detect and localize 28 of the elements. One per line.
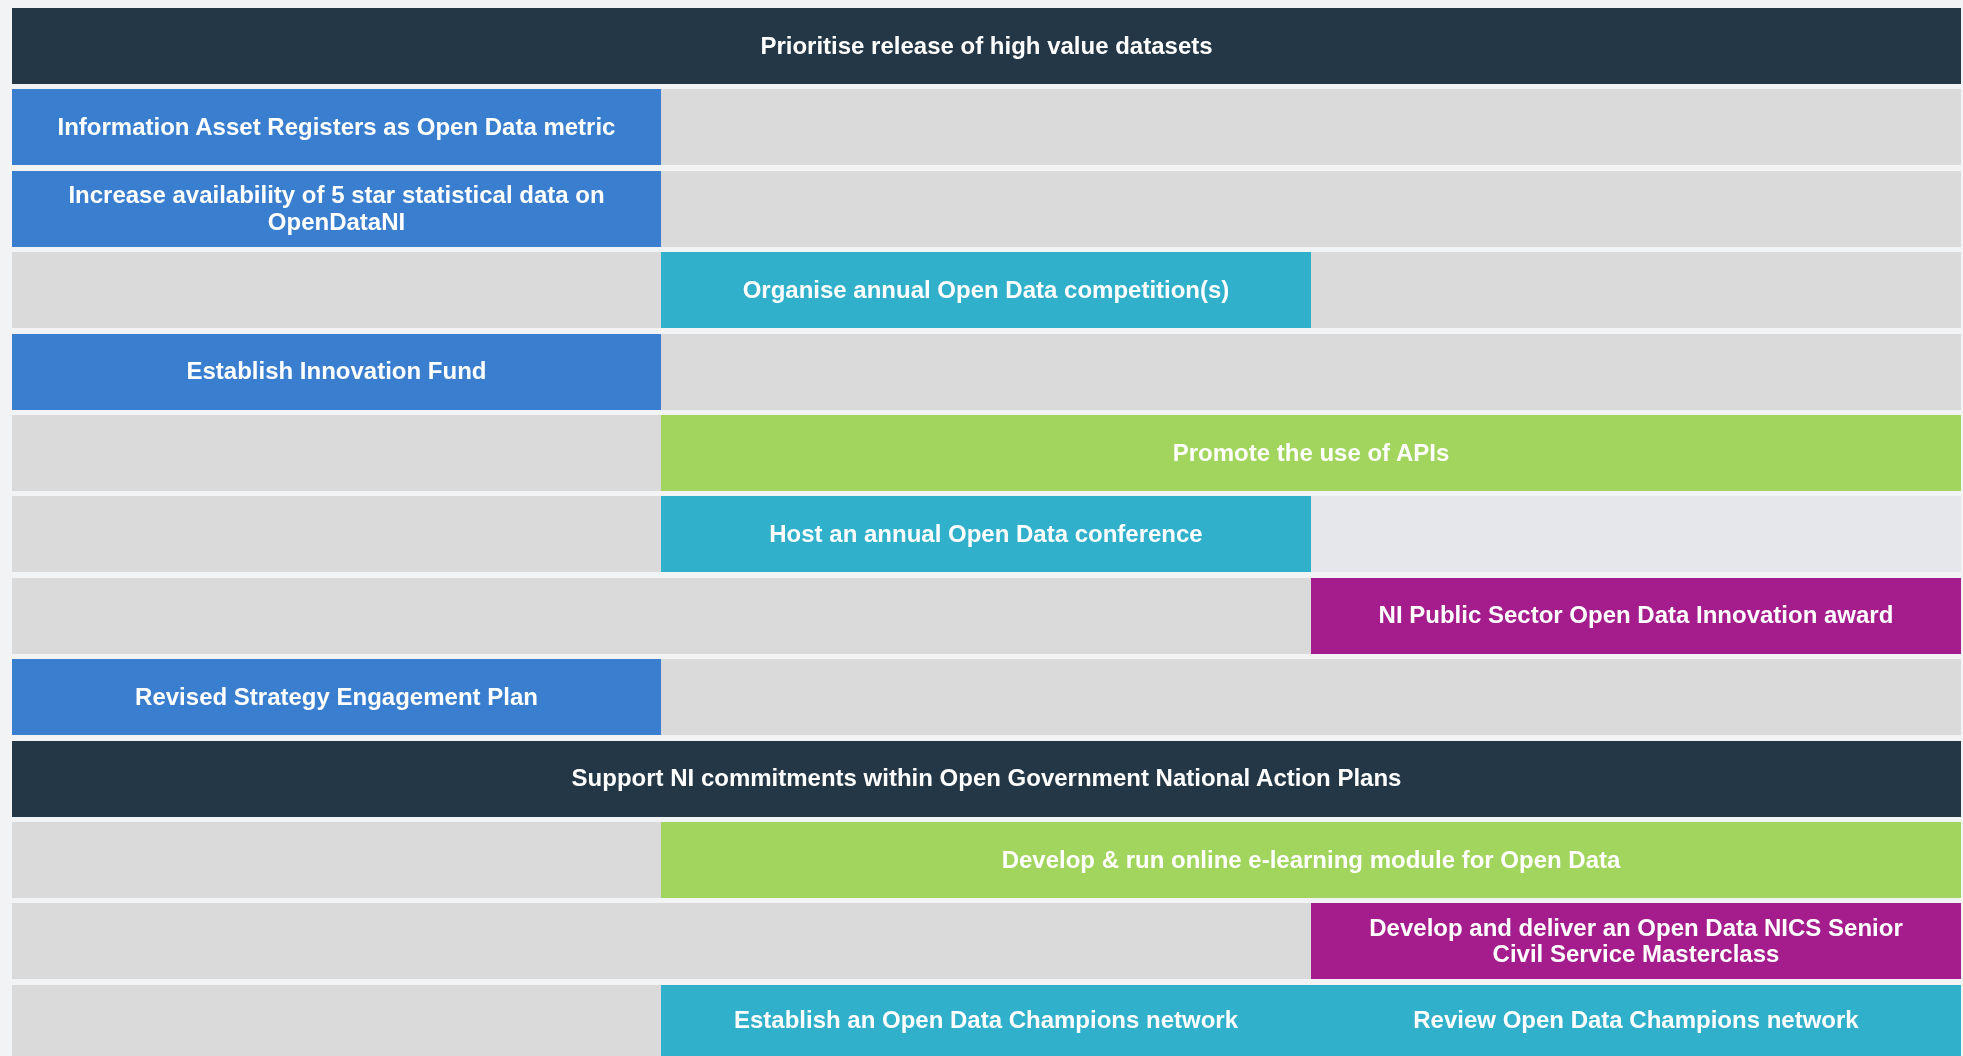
task-label: Prioritise release of high value datasets	[759, 32, 1214, 60]
task-bar	[1311, 903, 1961, 980]
task-label: NI Public Sector Open Data Innovation award	[1377, 602, 1895, 630]
task-bar	[661, 822, 1961, 898]
section-header-bar	[12, 8, 1961, 84]
task-bar	[12, 170, 661, 247]
task-bar	[12, 89, 661, 166]
task-bar	[661, 984, 1311, 1056]
task-bar	[661, 252, 1311, 329]
task-label: Promote the use of APIs	[1171, 439, 1451, 467]
task-label: Develop and deliver an Open Data NICS Senior Civil Service Masterclass	[1368, 914, 1904, 969]
task-bar	[1311, 577, 1961, 654]
task-bar	[661, 496, 1311, 573]
task-label: Review Open Data Champions network	[1412, 1006, 1860, 1034]
task-label: Information Asset Registers as Open Data metric	[56, 113, 617, 141]
task-label: Increase availability of 5 star statistical data on OpenDataNI	[67, 181, 606, 236]
task-bar	[661, 415, 1961, 491]
task-bar	[12, 333, 661, 410]
task-label: Support NI commitments within Open Government National Action Plans	[570, 765, 1403, 793]
task-label: Establish an Open Data Champions network	[732, 1006, 1240, 1034]
section-header-bar	[12, 740, 1961, 817]
task-label: Host an annual Open Data conference	[768, 520, 1204, 548]
task-label: Organise annual Open Data competition(s)	[741, 276, 1231, 304]
task-label: Develop & run online e-learning module for Open Data	[1000, 846, 1622, 874]
task-bar	[12, 659, 661, 736]
task-label: Establish Innovation Fund	[185, 358, 488, 386]
task-label: Revised Strategy Engagement Plan	[134, 683, 539, 711]
task-bar	[1311, 984, 1961, 1056]
